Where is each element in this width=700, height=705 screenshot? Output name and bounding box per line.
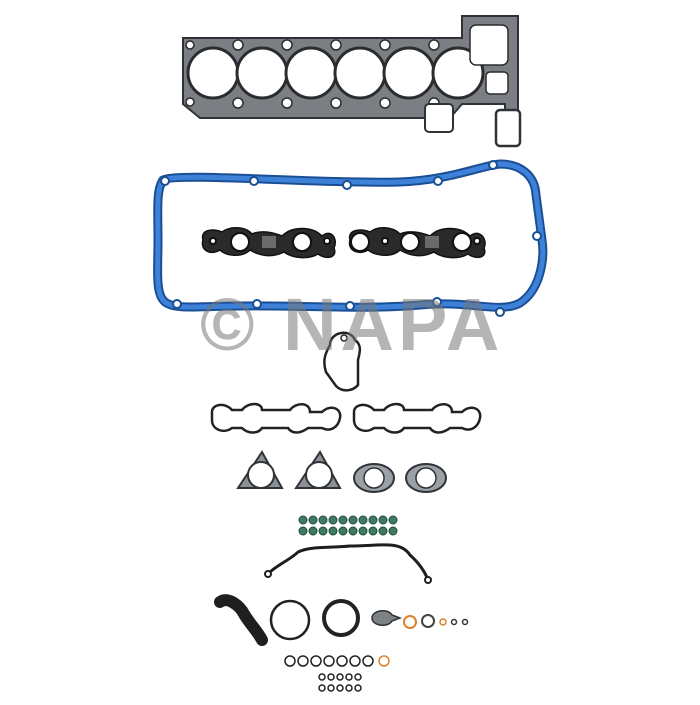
timing-cover-gasket — [264, 543, 432, 584]
tube-seal-plate-right — [348, 227, 486, 259]
valve-stem-seals — [298, 515, 398, 536]
seal-row-2 — [298, 526, 398, 536]
spark-plug-tube-seals — [201, 227, 486, 259]
misc-seals-and-orings — [214, 594, 469, 692]
seal-row-1 — [298, 515, 398, 525]
water-pump-gasket — [323, 331, 362, 392]
tube-seal-plate-left — [201, 227, 336, 259]
head-gasket — [182, 15, 522, 148]
exhaust-manifold-gaskets — [236, 450, 447, 493]
valve-cover-gasket — [153, 159, 548, 317]
intake-manifold-gaskets — [210, 402, 482, 434]
